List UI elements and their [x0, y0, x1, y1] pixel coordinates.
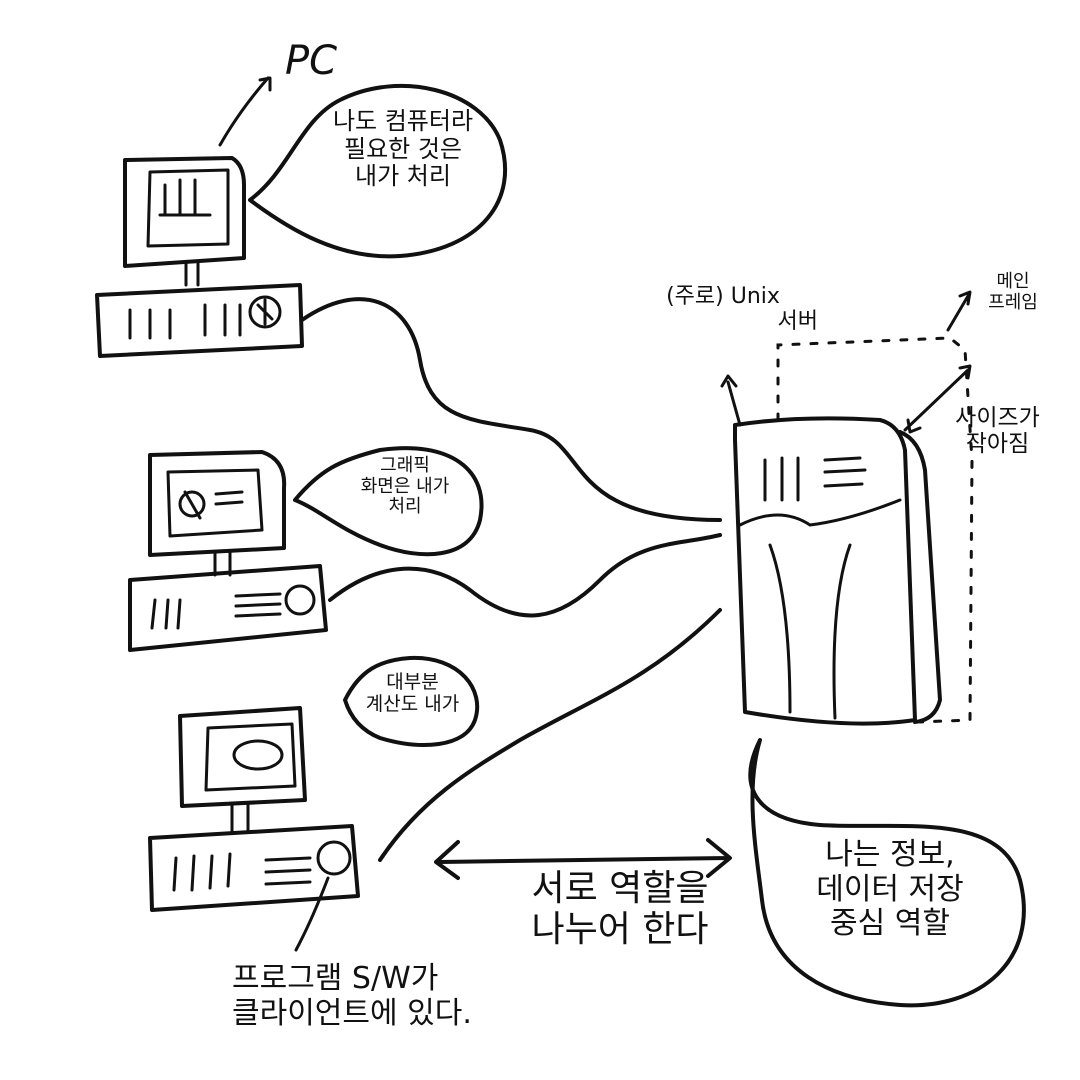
- pc-bottom-case: [148, 824, 360, 912]
- bubble-graphic-line-3: 처리: [388, 496, 422, 518]
- size-note-line-1: 사이즈가: [955, 405, 1040, 431]
- share-roles-text: 서로 역할을 나누어 한다: [490, 868, 750, 951]
- bubble-pc-line-3: 내가 처리: [355, 162, 451, 191]
- pc-label-arrow: [218, 76, 272, 147]
- pc-top: [95, 76, 304, 358]
- server-panel-doors: [768, 543, 852, 720]
- pc-middle-screen-circle: [178, 490, 206, 518]
- server-bubble-line-3: 중심 역할: [830, 906, 950, 941]
- server-bubble-line-2: 데이터 저장: [816, 871, 964, 907]
- pc-middle-power-button: [284, 584, 316, 616]
- pc-middle-screen: [166, 468, 264, 538]
- size-note-line-2: 작아짐: [965, 431, 1030, 458]
- program-note: 프로그램 S/W가 클라이언트에 있다.: [232, 961, 552, 1031]
- server-title: (주로) Unix 서버: [628, 284, 818, 335]
- server-title-line-2: 서버: [777, 309, 818, 335]
- server-panel-top: [738, 498, 902, 527]
- bubble-calc-outline: [343, 655, 480, 747]
- cable-pc-middle: [328, 533, 722, 618]
- cable-pc-top: [300, 297, 722, 522]
- mainframe-dotted-outline: [776, 336, 974, 724]
- server: [720, 374, 942, 726]
- mainframe-line-2: 프레임: [988, 291, 1038, 313]
- bubble-graphic-text: 그래픽 화면은 내가 처리: [330, 455, 480, 518]
- pc-middle-monitor: [148, 450, 287, 557]
- server-vents: [763, 456, 867, 502]
- pc-bottom: [148, 706, 360, 912]
- bubble-graphic-outline: [293, 446, 484, 557]
- mainframe-arrow: [946, 290, 972, 332]
- server-bubble-outline: [748, 738, 1026, 1008]
- cable-pc-bottom: [378, 608, 722, 862]
- server-side: [898, 430, 942, 724]
- pc-middle-case: [128, 564, 328, 652]
- program-note-line-1: 프로그램 S/W가: [232, 961, 439, 996]
- pc-bottom-screen-glyph: [232, 739, 284, 771]
- pc-top-power-mark: [256, 298, 274, 326]
- pc-top-case: [95, 283, 304, 358]
- bubble-graphic-line-1: 그래픽: [380, 455, 430, 476]
- share-roles-line-2: 나누어 한다: [531, 909, 709, 951]
- server-title-line-1: (주로) Unix: [666, 284, 780, 309]
- pc-bottom-screen: [204, 722, 297, 792]
- bubble-calc-line-1: 대부분: [386, 671, 439, 693]
- bubble-calc-line-2: 계산도 내가: [365, 692, 460, 715]
- program-pointer: [294, 876, 330, 952]
- pc-bottom-stand: [230, 802, 250, 834]
- bubble-pc-line-2: 필요한 것은: [343, 134, 463, 163]
- pc-top-stand: [184, 260, 200, 287]
- share-roles-line-1: 서로 역할을: [531, 868, 709, 909]
- bubble-pc-text: 나도 컴퓨터라 필요한 것은 내가 처리: [318, 107, 488, 191]
- bubble-pc-line-1: 나도 컴퓨터라: [332, 107, 474, 135]
- pc-label: PC: [285, 38, 338, 84]
- mainframe-line-1: 메인: [996, 271, 1030, 292]
- mainframe-label: 메인 프레임: [968, 271, 1058, 313]
- pc-top-monitor: [123, 156, 246, 268]
- program-note-line-2: 클라이언트에 있다.: [232, 995, 472, 1031]
- pc-middle-case-slots: [150, 592, 282, 630]
- size-arrow: [903, 364, 972, 434]
- pc-middle-screen-glyph: [183, 490, 244, 520]
- pc-top-power-button: [248, 295, 282, 329]
- server-front: [733, 416, 917, 726]
- size-note: 사이즈가 작아짐: [935, 405, 1060, 458]
- pc-top-screen-glyph: [158, 178, 212, 217]
- pc-top-case-slots: [128, 303, 242, 340]
- pc-bottom-monitor: [178, 706, 307, 808]
- bubble-graphic-line-2: 화면은 내가: [360, 475, 450, 497]
- pc-top-screen: [146, 168, 230, 248]
- pc-bottom-case-slots: [172, 852, 312, 892]
- pc-middle: [128, 450, 328, 652]
- server-up-arrow: [720, 374, 742, 427]
- server-bubble-line-1: 나는 정보,: [825, 837, 955, 872]
- pc-bottom-power-button: [316, 840, 352, 876]
- role-arrow: [434, 838, 732, 880]
- server-bubble-text: 나는 정보, 데이터 저장 중심 역할: [780, 837, 1000, 942]
- bubble-calc-text: 대부분 계산도 내가: [350, 671, 475, 716]
- bubble-pc-outline: [248, 83, 507, 259]
